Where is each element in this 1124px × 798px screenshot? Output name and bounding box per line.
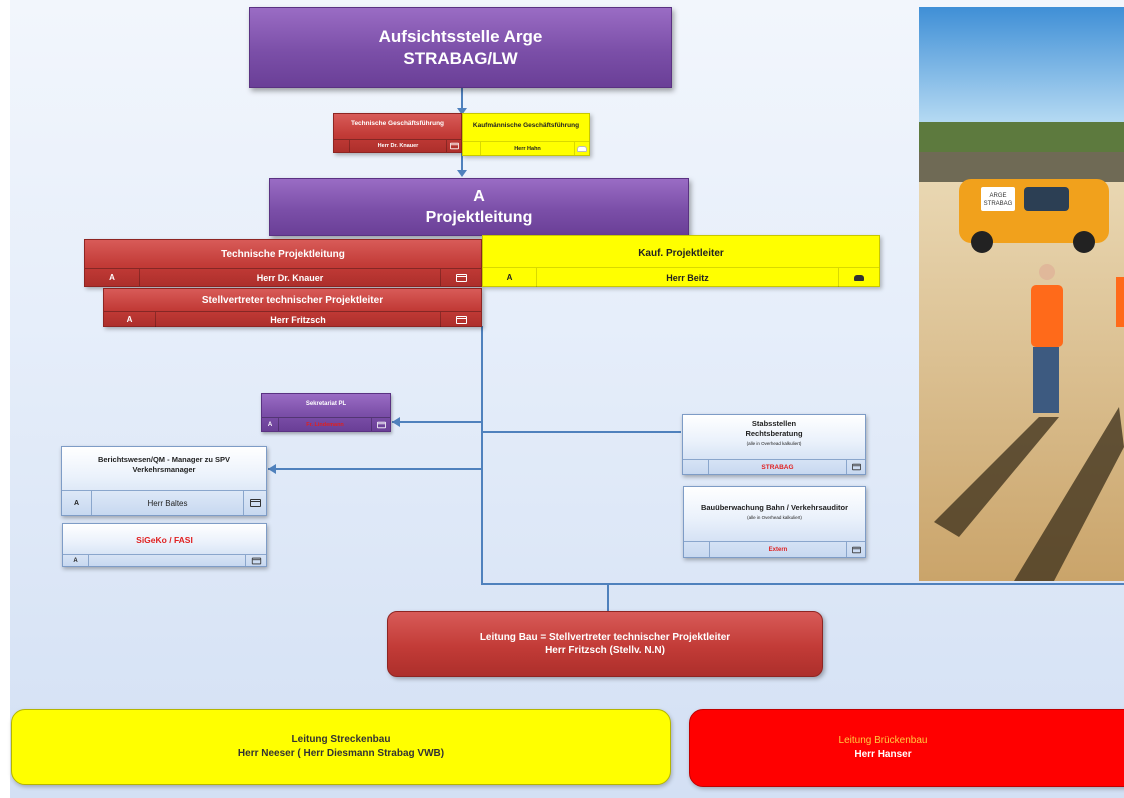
streckenbau-box: Leitung Streckenbau Herr Neeser ( Herr D… — [11, 709, 671, 785]
aufsichtsstelle-line1: Aufsichtsstelle Arge — [378, 26, 543, 46]
photo-illustration: ARGE STRABAG — [919, 7, 1124, 581]
kauf-pl-title: Kauf. Projektleiter — [638, 248, 724, 259]
tech-pl-name: Herr Dr. Knauer — [140, 269, 441, 286]
kauf-pl-badge: A — [483, 268, 537, 287]
stabs-line2: Rechtsberatung — [745, 429, 803, 438]
brueckenbau-line1: Leitung Brückenbau — [838, 735, 928, 746]
bericht-title: Berichtswesen/QM - Manager zu SPV Verkeh… — [97, 455, 231, 474]
tech-gf-title: Technische Geschäftsführung — [350, 120, 445, 127]
projektleitung-line2: Projektleitung — [425, 209, 533, 226]
tech-geschaeftsfuehrung-box: Technische Geschäftsführung Herr Dr. Kna… — [333, 113, 462, 153]
streckenbau-line2: Herr Neeser ( Herr Diesmann Strabag VWB) — [237, 748, 445, 759]
leitung-bau-line1: Leitung Bau = Stellvertreter technischer… — [479, 632, 731, 643]
sekretariat-title: Sekretariat PL — [305, 401, 347, 407]
kauf-pl-name: Herr Beitz — [537, 268, 839, 287]
kauf-gf-name: Herr Hahn — [481, 142, 575, 155]
bau-note: (alle in Overhead kalkuliert) — [747, 515, 802, 520]
stellv-pl-badge: A — [104, 312, 156, 327]
mail-icon[interactable] — [455, 273, 467, 282]
connector-bericht — [268, 468, 481, 470]
stabsstellen-box: Stabsstellen Rechtsberatung (alle in Ove… — [682, 414, 866, 475]
connector-main-vertical — [481, 326, 483, 584]
mail-icon[interactable] — [249, 499, 261, 507]
projektleitung-box: A Projektleitung — [269, 178, 689, 236]
mail-icon[interactable] — [251, 557, 261, 564]
connector-bottom-horizontal — [481, 583, 1124, 585]
tech-pl-title: Technische Projektleitung — [221, 249, 345, 260]
sekretariat-name: Fr. Lindemann — [279, 418, 372, 431]
brueckenbau-line2: Herr Hanser — [854, 749, 912, 760]
mail-icon[interactable] — [376, 421, 386, 428]
stabs-note: (alle in Overhead kalkuliert) — [746, 441, 802, 446]
tech-projektleitung-box: Technische Projektleitung A Herr Dr. Kna… — [84, 239, 482, 287]
mail-icon[interactable] — [455, 315, 467, 324]
mail-icon[interactable] — [851, 546, 861, 553]
connector-sekretariat — [392, 421, 481, 423]
mail-icon[interactable] — [851, 463, 861, 471]
car-icon — [854, 274, 864, 281]
berichtswesen-box: Berichtswesen/QM - Manager zu SPV Verkeh… — [61, 446, 267, 516]
tech-pl-badge: A — [85, 269, 140, 286]
leitung-bau-box: Leitung Bau = Stellvertreter technischer… — [387, 611, 823, 677]
stellv-pl-name: Herr Fritzsch — [156, 312, 441, 327]
sekretariat-box: Sekretariat PL A Fr. Lindemann — [261, 393, 391, 432]
projektleitung-line1: A — [473, 188, 485, 205]
kauf-geschaeftsfuehrung-box: Kaufmännische Geschäftsführung Herr Hahn — [462, 113, 590, 156]
sekretariat-badge: A — [262, 418, 279, 431]
construction-site-photo: ARGE STRABAG — [919, 7, 1124, 581]
left-frame — [0, 0, 10, 798]
bericht-badge: A — [62, 491, 92, 515]
sigeko-title: SiGeKo / FASI — [136, 535, 193, 545]
connector-leitung-bau — [607, 585, 609, 611]
stabs-line1: Stabsstellen — [751, 419, 797, 428]
sigeko-badge: A — [63, 555, 89, 566]
kauf-projektleiter-box: Kauf. Projektleiter A Herr Beitz — [482, 235, 880, 287]
stellv-projektleiter-box: Stellvertreter technischer Projektleiter… — [103, 288, 482, 327]
aufsichtsstelle-line2: STRABAG/LW — [403, 48, 518, 68]
bau-title: Bauüberwachung Bahn / Verkehrsauditor — [700, 503, 849, 512]
sigeko-box: SiGeKo / FASI A — [62, 523, 267, 567]
stabs-name: STRABAG — [709, 460, 847, 474]
leitung-bau-line2: Herr Fritzsch (Stellv. N.N) — [545, 645, 665, 656]
bauueberwachung-box: Bauüberwachung Bahn / Verkehrsauditor (a… — [683, 486, 866, 558]
kauf-gf-title: Kaufmännische Geschäftsführung — [472, 122, 580, 129]
bau-name: Extern — [710, 542, 847, 557]
connector-stabs — [483, 431, 681, 433]
bericht-name: Herr Baltes — [92, 491, 244, 515]
photo-sign-line1: ARGE — [989, 193, 1006, 199]
mail-icon[interactable] — [449, 142, 459, 150]
stellv-pl-title: Stellvertreter technischer Projektleiter — [201, 295, 384, 306]
tech-gf-name: Herr Dr. Knauer — [350, 140, 447, 152]
car-icon — [577, 145, 587, 152]
brueckenbau-box: Leitung Brückenbau Herr Hanser — [689, 709, 1124, 787]
photo-sign-line2: STRABAG — [984, 201, 1013, 207]
aufsichtsstelle-box: Aufsichtsstelle Arge STRABAG/LW — [249, 7, 672, 88]
streckenbau-line1: Leitung Streckenbau — [291, 734, 391, 745]
